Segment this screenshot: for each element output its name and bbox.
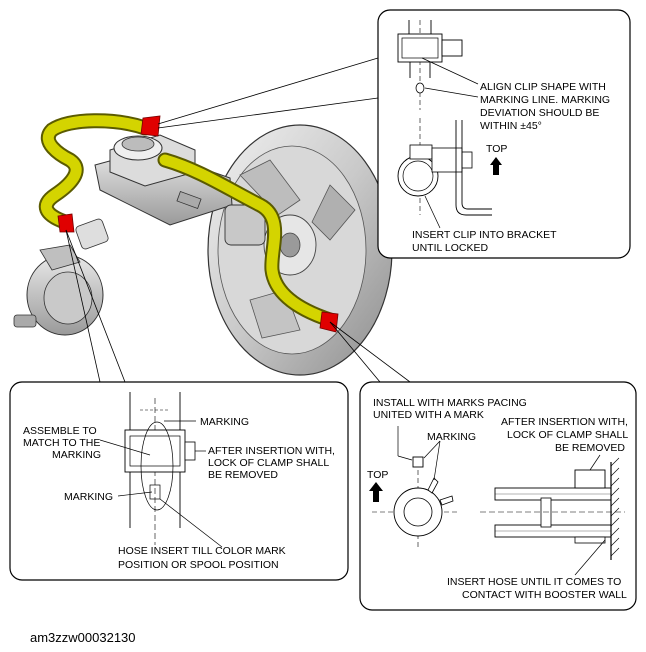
leader-top-1 <box>157 57 379 125</box>
leader-right-1 <box>329 321 381 383</box>
assemble-label-1: ASSEMBLE TO <box>23 425 97 437</box>
callout-bottom-left: MARKING ASSEMBLE TO MATCH TO THE MARKING… <box>9 381 349 581</box>
leader-right-2 <box>329 321 411 383</box>
top-arrow-icon <box>369 482 383 502</box>
install-label-1: INSTALL WITH MARKS PACING <box>373 397 527 409</box>
brake-booster <box>207 124 393 376</box>
marking-top-label: MARKING <box>200 416 249 428</box>
assemble-label-2: MATCH TO THE <box>23 437 100 449</box>
main-illustration <box>13 57 411 383</box>
hose-clamp-booster <box>319 311 339 333</box>
insert-clip-label-1: INSERT CLIP INTO BRACKET <box>412 229 557 241</box>
figure-id: am3zzw00032130 <box>30 630 136 645</box>
after-insertion-label-3: BE REMOVED <box>555 442 625 454</box>
align-label-4: WITHIN ±45° <box>480 120 542 132</box>
leader-top-2 <box>157 97 379 129</box>
after-insertion-label-1: AFTER INSERTION WITH, <box>208 445 335 457</box>
leader-left-1 <box>65 229 101 383</box>
after-insertion-label-2: LOCK OF CLAMP SHALL <box>507 429 628 441</box>
top-arrow-icon <box>490 157 502 175</box>
vacuum-pump <box>13 218 109 336</box>
align-label-2: MARKING LINE. MARKING <box>480 94 610 106</box>
hose-insert-label-1: HOSE INSERT TILL COLOR MARK <box>118 545 286 557</box>
align-label-3: DEVIATION SHOULD BE <box>480 107 599 119</box>
insert-hose-label-1: INSERT HOSE UNTIL IT COMES TO <box>447 576 621 588</box>
callout-bottom-right: INSTALL WITH MARKS PACING UNITED WITH A … <box>359 381 637 611</box>
after-insertion-label-1: AFTER INSERTION WITH, <box>501 416 628 428</box>
top-label: TOP <box>486 143 507 155</box>
install-label-2: UNITED WITH A MARK <box>373 409 484 421</box>
after-insertion-label-2: LOCK OF CLAMP SHALL <box>208 457 329 469</box>
assemble-label-3: MARKING <box>52 449 101 461</box>
leader-left-2 <box>65 229 126 383</box>
insert-hose-label-2: CONTACT WITH BOOSTER WALL <box>462 589 627 601</box>
align-label-1: ALIGN CLIP SHAPE WITH <box>480 81 606 93</box>
hose-insert-label-2: POSITION OR SPOOL POSITION <box>118 559 279 571</box>
marking-bottom-label: MARKING <box>64 491 113 503</box>
vacuum-hose <box>38 113 339 333</box>
insert-clip-label-2: UNTIL LOCKED <box>412 242 488 254</box>
after-insertion-label-3: BE REMOVED <box>208 469 278 481</box>
marking-label: MARKING <box>427 431 476 443</box>
callout-top-right: ALIGN CLIP SHAPE WITH MARKING LINE. MARK… <box>377 9 631 259</box>
hose-clamp-pump <box>57 213 75 233</box>
top-label: TOP <box>367 469 388 481</box>
hose-clip-top <box>140 115 161 137</box>
